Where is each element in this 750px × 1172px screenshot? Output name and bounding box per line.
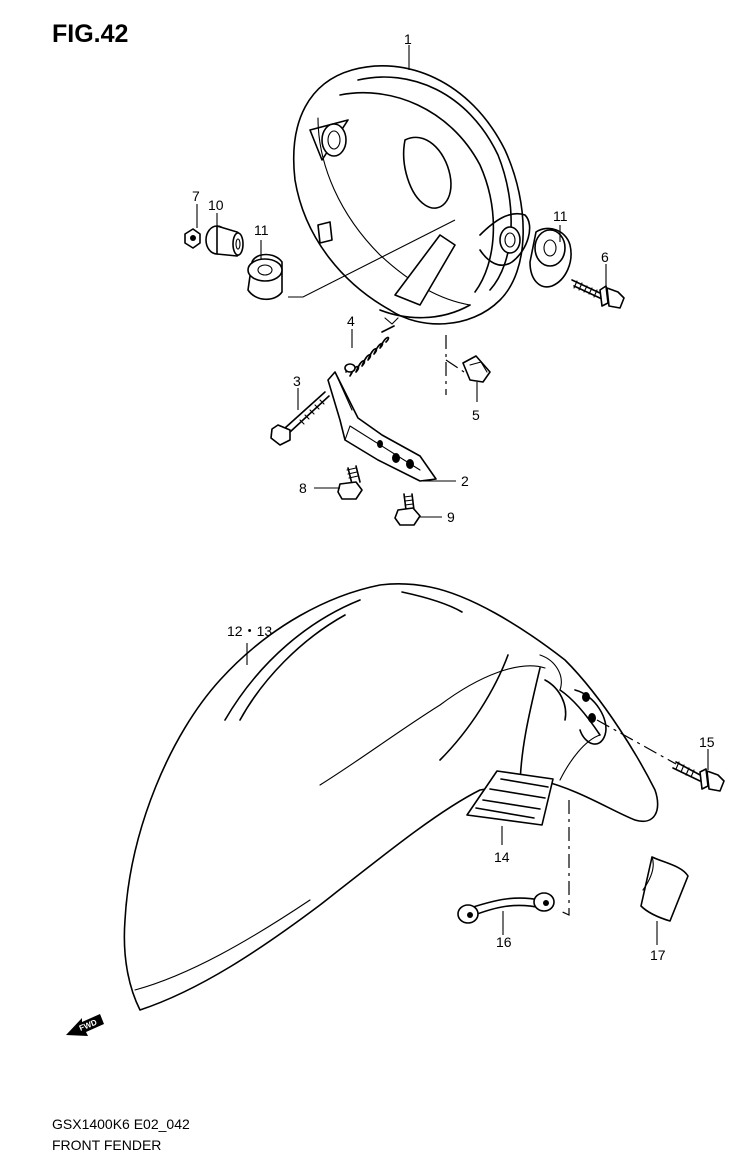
callout-11b: 11 — [553, 208, 568, 224]
diagram-caption: FRONT FENDER — [52, 1137, 161, 1153]
model-code: GSX1400K6 E02_042 — [52, 1116, 190, 1132]
callout-2: 2 — [461, 473, 469, 489]
bolt-8-icon — [337, 465, 363, 500]
front-fender-icon — [123, 582, 659, 1011]
callout-3: 3 — [293, 373, 301, 389]
bolt-3-icon — [270, 391, 330, 446]
bolt-9-icon — [394, 493, 421, 526]
callout-14: 14 — [494, 849, 510, 865]
callout-12-13: 12・13 — [227, 623, 272, 639]
bolt-15-icon — [672, 761, 725, 792]
callout-16: 16 — [496, 934, 512, 950]
callout-11a: 11 — [254, 222, 269, 238]
bolt-6-icon — [571, 279, 625, 309]
bracket-icon — [327, 371, 437, 482]
headlight-housing-icon — [292, 65, 531, 325]
spring-icon — [344, 325, 395, 377]
clip-5-icon — [462, 355, 491, 383]
reflector-icon — [466, 770, 554, 826]
callout-1: 1 — [404, 31, 412, 47]
nut-icon — [184, 228, 201, 249]
fwd-arrow-icon: FWD — [66, 1014, 104, 1036]
brace-icon — [457, 892, 555, 924]
callout-17: 17 — [650, 947, 666, 963]
collar-icon — [205, 225, 244, 257]
figure-label: FIG.42 — [52, 20, 128, 48]
grommet-icon — [247, 253, 283, 301]
cover-icon — [640, 856, 689, 922]
callout-9: 9 — [447, 509, 455, 525]
grommet-right-icon — [529, 227, 572, 288]
callout-4: 4 — [347, 313, 355, 329]
callout-10: 10 — [208, 197, 224, 213]
callout-6: 6 — [601, 249, 609, 265]
callout-5: 5 — [472, 407, 480, 423]
callout-7: 7 — [192, 188, 200, 204]
callout-8: 8 — [299, 480, 307, 496]
callout-15: 15 — [699, 734, 715, 750]
